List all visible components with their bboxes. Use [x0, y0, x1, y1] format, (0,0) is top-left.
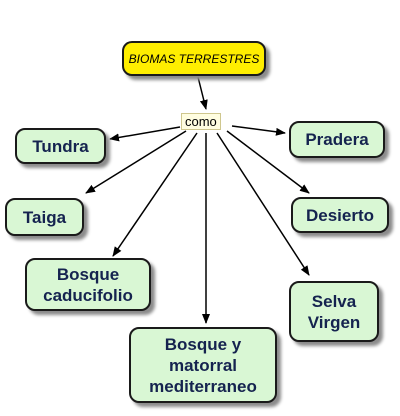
- node-desierto: Desierto: [291, 197, 389, 233]
- node-pradera: Pradera: [289, 121, 385, 158]
- node-pradera-label: Pradera: [305, 130, 369, 149]
- root-node-biomas-terrestres: BIOMAS TERRESTRES: [122, 41, 266, 76]
- edge-linker-to-pradera: [231, 125, 286, 136]
- edge-root-to-linker: [197, 76, 208, 110]
- node-selva-virgen: Selva Virgen: [289, 281, 379, 342]
- node-desierto-label: Desierto: [305, 205, 375, 225]
- linking-phrase-como: como: [181, 113, 221, 130]
- node-selva-virgen-label: Selva Virgen: [307, 291, 361, 332]
- edge-linker-to-taiga: [85, 130, 187, 194]
- node-bosque-caducifolio-label: Bosque caducifolio: [43, 264, 133, 305]
- node-tundra-label: Tundra: [32, 136, 89, 156]
- linking-phrase-label: como: [185, 114, 217, 129]
- edge-linker-to-bosque-caducifolio: [112, 132, 198, 257]
- node-taiga-label: Taiga: [22, 207, 67, 227]
- edge-linker-to-tundra: [109, 126, 181, 142]
- edge-linker-to-selva-virgen: [216, 132, 310, 276]
- node-bosque-caducifolio: Bosque caducifolio: [25, 258, 151, 311]
- edge-linker-to-desierto: [226, 130, 310, 194]
- node-taiga: Taiga: [5, 198, 84, 236]
- root-node-label: BIOMAS TERRESTRES: [128, 51, 260, 66]
- node-bosque-mediterraneo-label: Bosque y matorral mediterraneo: [149, 334, 257, 396]
- node-bosque-mediterraneo: Bosque y matorral mediterraneo: [129, 327, 277, 403]
- node-tundra: Tundra: [15, 128, 106, 164]
